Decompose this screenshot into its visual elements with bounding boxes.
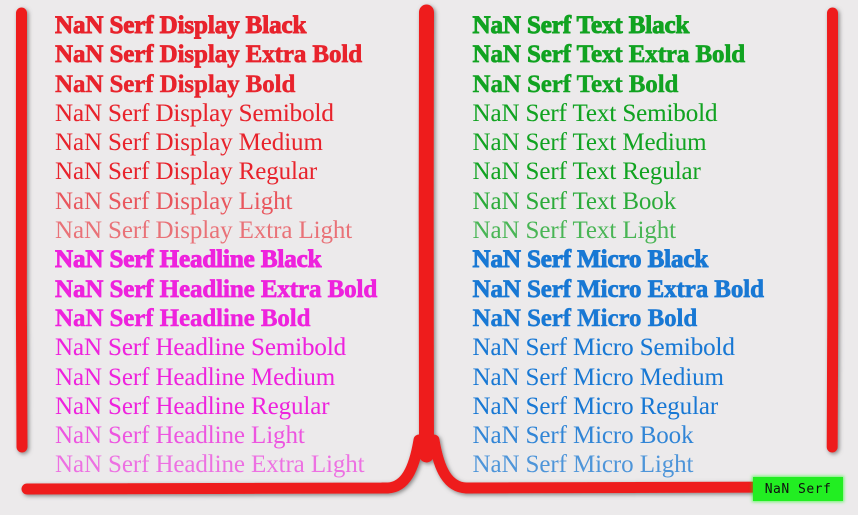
spec-line: NaN Serf Text Medium bbox=[472, 129, 707, 157]
spec-line: NaN Serf Headline Regular bbox=[55, 392, 330, 420]
spec-line: NaN Serf Headline Extra Light bbox=[55, 451, 365, 479]
micro-group: NaN Serf Micro Black NaN Serf Micro Extr… bbox=[472, 245, 858, 479]
left-column: NaN Serf Display Black NaN Serf Display … bbox=[55, 11, 441, 479]
spec-line: NaN Serf Text Regular bbox=[472, 158, 701, 186]
spec-line: NaN Serf Display Medium bbox=[55, 129, 323, 157]
headline-group: NaN Serf Headline Black NaN Serf Headlin… bbox=[55, 245, 441, 479]
spec-line: NaN Serf Micro Bold bbox=[472, 304, 698, 332]
spec-line: NaN Serf Display Extra Light bbox=[55, 217, 353, 245]
text-group: NaN Serf Text Black NaN Serf Text Extra … bbox=[472, 11, 858, 245]
spec-line: NaN Serf Text Bold bbox=[472, 70, 679, 98]
spec-line: NaN Serf Micro Medium bbox=[472, 363, 724, 391]
spec-line: NaN Serf Display Extra Bold bbox=[55, 41, 363, 69]
spec-line: NaN Serf Text Black bbox=[472, 12, 690, 40]
spec-line: NaN Serf Headline Black bbox=[55, 246, 323, 274]
spec-line: NaN Serf Headline Extra Bold bbox=[55, 275, 378, 303]
spec-line: NaN Serf Micro Extra Bold bbox=[472, 275, 764, 303]
spec-line: NaN Serf Text Extra Bold bbox=[472, 41, 746, 69]
spec-line: NaN Serf Text Light bbox=[472, 217, 677, 245]
spec-line: NaN Serf Micro Book bbox=[472, 422, 694, 450]
spec-line: NaN Serf Micro Semibold bbox=[472, 334, 735, 362]
right-column: NaN Serf Text Black NaN Serf Text Extra … bbox=[441, 0, 858, 515]
spec-line: NaN Serf Display Regular bbox=[55, 158, 318, 186]
nan-serf-badge: NaN Serf bbox=[753, 477, 843, 501]
spec-line: NaN Serf Micro Regular bbox=[472, 392, 719, 420]
nan-serf-badge-label: NaN Serf bbox=[764, 481, 832, 497]
spec-line: NaN Serf Headline Light bbox=[55, 422, 305, 450]
spec-line: NaN Serf Display Light bbox=[55, 187, 293, 215]
spec-line: NaN Serf Headline Medium bbox=[55, 363, 336, 391]
display-group: NaN Serf Display Black NaN Serf Display … bbox=[55, 11, 441, 245]
spec-line: NaN Serf Display Semibold bbox=[55, 99, 334, 127]
spec-line: NaN Serf Text Semibold bbox=[472, 99, 718, 127]
spec-line: NaN Serf Text Book bbox=[472, 187, 677, 215]
spec-line: NaN Serf Headline Semibold bbox=[55, 334, 347, 362]
spec-line: NaN Serf Display Bold bbox=[55, 70, 296, 98]
spec-line: NaN Serf Display Black bbox=[55, 12, 307, 40]
spec-line: NaN Serf Micro Black bbox=[472, 246, 709, 274]
spec-line: NaN Serf Micro Light bbox=[472, 451, 694, 479]
spec-line: NaN Serf Headline Bold bbox=[55, 304, 311, 332]
